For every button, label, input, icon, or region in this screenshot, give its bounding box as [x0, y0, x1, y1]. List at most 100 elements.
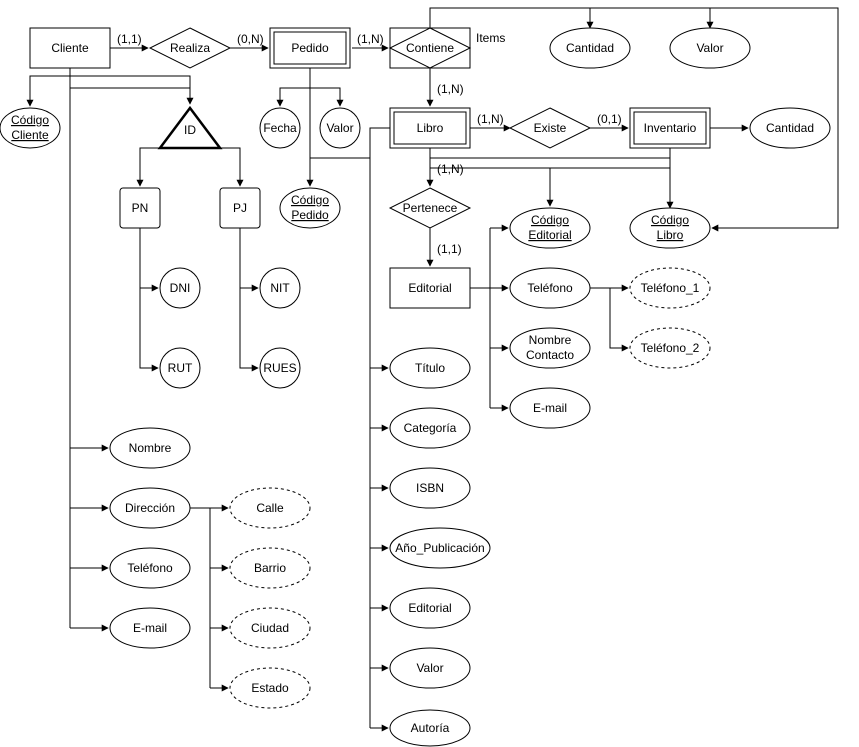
specialization-id-label: ID	[184, 123, 196, 137]
edge-contiene-items	[429, 7, 711, 28]
attr-nombre-contacto: Nombre Contacto	[509, 327, 591, 369]
svg-text:E-mail: E-mail	[133, 621, 167, 635]
svg-text:E-mail: E-mail	[533, 401, 567, 415]
svg-text:Editorial: Editorial	[528, 228, 571, 242]
svg-text:Año_Publicación: Año_Publicación	[395, 541, 484, 555]
specialization-id: ID	[157, 105, 223, 150]
relationship-contiene: Contiene	[388, 27, 472, 69]
attr-telefono-cliente: Teléfono	[109, 547, 191, 589]
entity-pn: PN	[119, 187, 161, 229]
svg-text:Código: Código	[531, 213, 569, 227]
svg-text:NIT: NIT	[270, 281, 290, 295]
attr-nombre: Nombre	[109, 427, 191, 469]
card-libro-pertenece: (1,N)	[437, 162, 464, 176]
attr-telefono-editorial: Teléfono	[509, 267, 591, 309]
attr-direccion: Dirección	[109, 487, 191, 529]
entity-pj: PJ	[219, 187, 261, 229]
attr-barrio: Barrio	[229, 547, 311, 589]
cardinality-labels: (1,1) (0,N) (1,N) (1,N) (1,N) (0,1) (1,N…	[117, 32, 622, 256]
relationship-existe-label: Existe	[534, 121, 567, 135]
svg-text:Valor: Valor	[696, 41, 723, 55]
svg-text:Teléfono: Teléfono	[527, 281, 573, 295]
attr-calle: Calle	[229, 487, 311, 529]
svg-text:Nombre: Nombre	[529, 333, 572, 347]
entity-pn-label: PN	[132, 201, 149, 215]
svg-text:Calle: Calle	[256, 501, 284, 515]
attr-cantidad-items: Cantidad	[549, 27, 631, 69]
svg-text:Valor: Valor	[326, 121, 353, 135]
relationship-realiza-label: Realiza	[170, 41, 210, 55]
edge-items-codigo-libro	[710, 7, 839, 232]
edge-id-pj	[210, 147, 244, 187]
attr-nit: NIT	[259, 267, 301, 309]
edge-cliente-id	[70, 75, 194, 105]
label-items: Items	[476, 31, 505, 45]
attr-codigo-pedido: Código Pedido	[279, 187, 341, 229]
svg-text:DNI: DNI	[170, 281, 191, 295]
edge-pedido-bus	[276, 68, 311, 107]
card-contiene-libro: (1,N)	[437, 82, 464, 96]
attr-rut: RUT	[159, 347, 201, 389]
edge-pn-dni	[139, 228, 159, 292]
edge-pj-rues	[239, 288, 259, 372]
svg-text:Código: Código	[651, 213, 689, 227]
edge-cliente-codigo	[26, 68, 71, 107]
attr-valor-libro: Valor	[389, 647, 471, 689]
svg-text:Cantidad: Cantidad	[766, 121, 814, 135]
entity-libro: Libro	[389, 107, 471, 149]
svg-text:Teléfono: Teléfono	[127, 561, 173, 575]
svg-text:Categoría: Categoría	[404, 421, 457, 435]
attr-categoria: Categoría	[389, 407, 471, 449]
svg-text:Autoría: Autoría	[411, 721, 450, 735]
entity-cliente-label: Cliente	[51, 41, 89, 55]
svg-text:RUES: RUES	[263, 361, 296, 375]
attr-codigo-libro: Código Libro	[629, 207, 711, 249]
attr-estado: Estado	[229, 667, 311, 709]
attr-anio-publicacion: Año_Publicación	[389, 527, 491, 569]
entity-editorial: Editorial	[389, 267, 471, 309]
svg-text:Contacto: Contacto	[526, 348, 574, 362]
card-existe-inventario: (0,1)	[597, 112, 622, 126]
attr-isbn: ISBN	[389, 467, 471, 509]
relationship-existe: Existe	[508, 107, 592, 149]
entity-inventario: Inventario	[629, 107, 711, 149]
relationship-pertenece-label: Pertenece	[403, 201, 458, 215]
connectors	[26, 7, 839, 732]
entity-inventario-label: Inventario	[644, 121, 697, 135]
svg-text:Código: Código	[291, 193, 329, 207]
attr-ciudad: Ciudad	[229, 607, 311, 649]
entity-cliente: Cliente	[29, 27, 111, 69]
svg-text:Barrio: Barrio	[254, 561, 286, 575]
attr-dni: DNI	[159, 267, 201, 309]
svg-text:Título: Título	[415, 361, 445, 375]
attr-codigo-cliente: Código Cliente	[0, 107, 61, 149]
svg-text:Valor: Valor	[416, 661, 443, 675]
svg-text:Editorial: Editorial	[408, 601, 451, 615]
svg-text:Código: Código	[11, 113, 49, 127]
svg-text:Teléfono_2: Teléfono_2	[641, 341, 700, 355]
attr-autoria: Autoría	[389, 709, 471, 747]
svg-text:Dirección: Dirección	[125, 501, 175, 515]
attr-telefono-1: Teléfono_1	[629, 267, 711, 309]
attr-valor-pedido: Valor	[319, 107, 361, 149]
svg-text:Ciudad: Ciudad	[251, 621, 289, 635]
relationship-pertenece: Pertenece	[388, 187, 472, 229]
edge-libro-bus	[369, 127, 390, 728]
svg-text:Teléfono_1: Teléfono_1	[641, 281, 700, 295]
attr-cantidad-inventario: Cantidad	[749, 107, 831, 149]
svg-text:Nombre: Nombre	[129, 441, 172, 455]
attr-valor-items: Valor	[669, 27, 751, 69]
edge-pedido-valor	[310, 87, 344, 107]
svg-text:Cantidad: Cantidad	[566, 41, 614, 55]
card-cliente-realiza: (1,1)	[117, 32, 142, 46]
attr-titulo: Título	[389, 347, 471, 389]
entity-editorial-label: Editorial	[408, 281, 451, 295]
attr-email-editorial: E-mail	[509, 387, 591, 429]
relationship-realiza: Realiza	[148, 27, 232, 69]
entity-pedido-label: Pedido	[291, 41, 329, 55]
attr-rues: RUES	[259, 347, 301, 389]
svg-text:ISBN: ISBN	[416, 481, 444, 495]
attr-editorial-libro: Editorial	[389, 587, 471, 629]
edge-pn-rut	[139, 288, 159, 372]
